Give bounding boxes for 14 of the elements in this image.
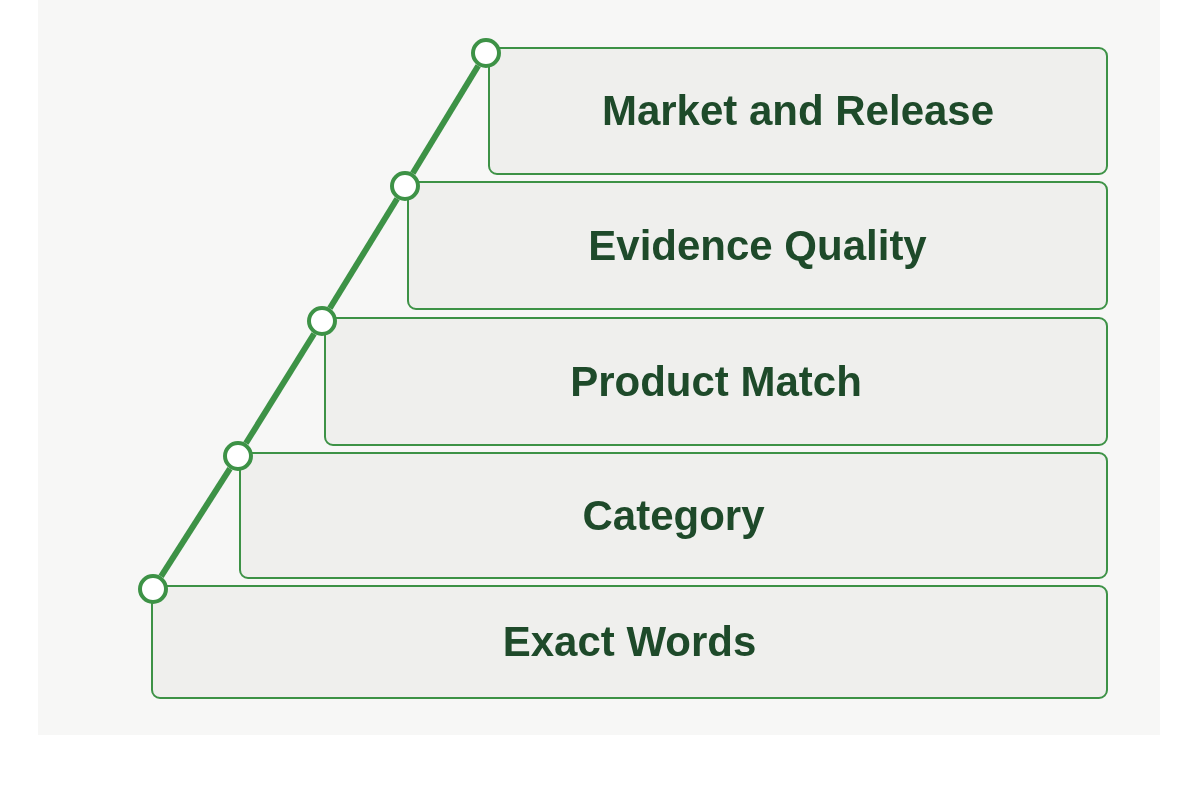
step-box [239,452,1108,579]
connector-line [410,64,481,175]
step-label: Product Match [570,357,862,406]
step-label: Category [582,491,765,540]
connector-line [327,197,400,310]
step-label: Evidence Quality [588,221,927,270]
step-box [488,47,1108,175]
connector-line [243,332,317,445]
connector-line [158,467,233,578]
step-box [151,585,1108,699]
step-label: Exact Words [502,618,757,666]
step-box [407,181,1108,310]
step-box [324,317,1108,446]
step-label: Market and Release [601,87,995,135]
